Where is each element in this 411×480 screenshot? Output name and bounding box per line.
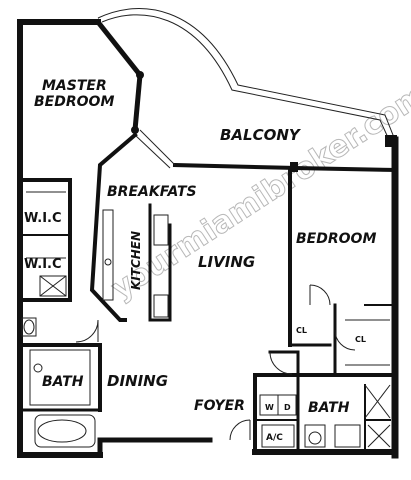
outer-walls <box>17 18 399 459</box>
closet-label-wic-lower: W.I.C <box>24 257 62 272</box>
room-label-foyer: FOYER <box>194 398 245 414</box>
sink-icon <box>104 258 112 266</box>
room-label-balcony: BALCONY <box>220 126 302 144</box>
room-label-master-bedroom-1: MASTER <box>42 78 107 94</box>
vanity-icon <box>29 349 91 406</box>
interior-walls <box>18 132 397 454</box>
fridge-icon <box>153 294 169 318</box>
kitchen-counter <box>102 209 114 301</box>
shower-icon <box>39 275 67 297</box>
stove-icon <box>153 214 169 246</box>
dryer-label: D <box>284 403 291 412</box>
closet-labels: W.I.C W.I.C CL CL W D A/C <box>24 211 366 443</box>
room-label-kitchen: KITCHEN <box>129 231 143 290</box>
room-label-dining: DINING <box>107 372 168 390</box>
closet-label-wic-upper: W.I.C <box>24 211 62 226</box>
room-label-breakfast: BREAKFATS <box>107 184 197 200</box>
room-label-bath-left: BATH <box>42 374 84 390</box>
toilet-icon-right <box>304 424 326 448</box>
ac-label: A/C <box>266 433 283 443</box>
bathtub-icon <box>34 414 96 448</box>
ac-box <box>261 424 295 448</box>
room-label-bath-right: BATH <box>308 400 350 416</box>
fixtures <box>21 191 391 448</box>
closet-label-cl-right: CL <box>355 335 366 344</box>
room-label-master-bedroom-2: BEDROOM <box>34 94 114 110</box>
closet-label-cl-bedroom: CL <box>296 326 307 335</box>
columns <box>131 71 397 172</box>
washer-label: W <box>265 403 274 412</box>
room-label-bedroom: BEDROOM <box>296 231 376 247</box>
toilet-icon <box>21 317 37 337</box>
closet-rods <box>26 191 66 259</box>
sink-icon-right <box>334 424 361 448</box>
balcony-outline <box>97 8 396 169</box>
door-swings <box>75 284 356 441</box>
room-labels: MASTER BEDROOM BALCONY BREAKFATS KITCHEN… <box>34 78 376 416</box>
room-label-living: LIVING <box>198 253 255 271</box>
